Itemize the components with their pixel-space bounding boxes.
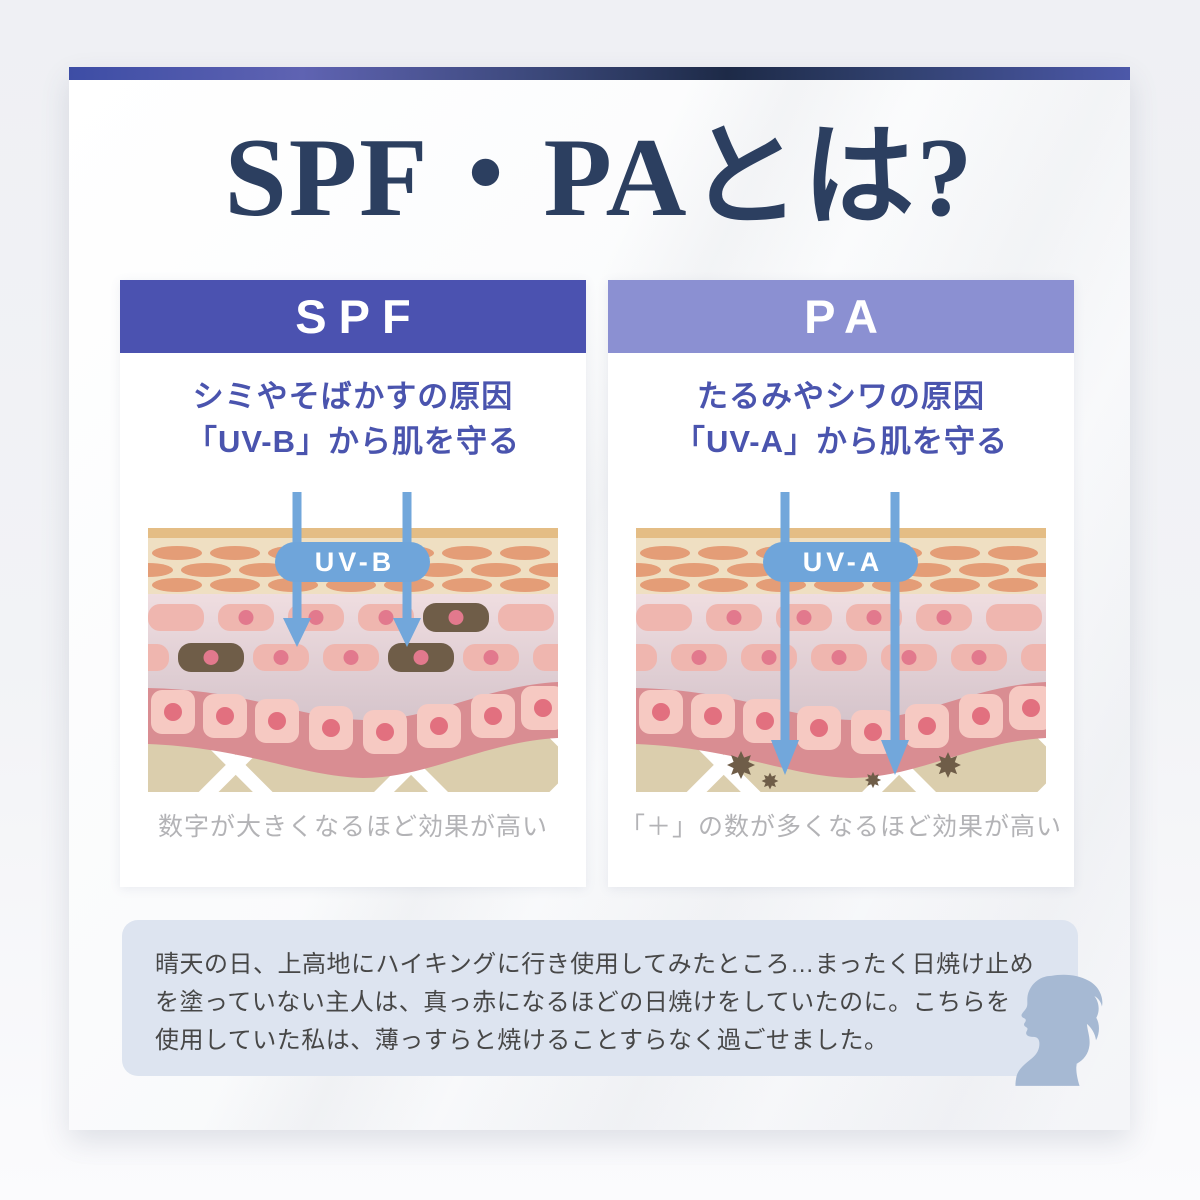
spf-description: シミやそばかすの原因「UV-B」から肌を守る [186,374,520,464]
testimonial-line: を塗っていない主人は、真っ赤になるほどの日焼けをしていたのに。こちらを [155,989,1011,1016]
skin-cells [148,603,558,672]
pa-caption: 「＋」の数が多くなるほど効果が高い [619,813,1062,841]
main-card: SPF・PAとは? SPF シミやそばかすの原因「UV-B」から肌を守る [69,67,1130,1130]
uv-label-pill: UV-B [275,542,430,582]
pa-description-line1: たるみやシワの原因 [696,379,985,414]
spf-panel: SPF シミやそばかすの原因「UV-B」から肌を守る [120,280,586,887]
testimonial-text: 晴天の日、上高地にハイキングに行き使用してみたところ…まったく日焼け止め を塗っ… [122,920,1078,1060]
uv-arrows-icon [771,492,909,775]
top-accent-bar [69,67,1130,80]
woman-silhouette-icon [1015,974,1103,1086]
panels-row: SPF シミやそばかすの原因「UV-B」から肌を守る [120,280,1074,887]
spf-description-line1: シミやそばかすの原因 [192,379,514,414]
pa-description: たるみやシワの原因「UV-A」から肌を守る [674,374,1008,464]
pa-description-line2: 「UV-A」から肌を守る [673,424,1009,459]
card-body: SPF・PAとは? SPF シミやそばかすの原因「UV-B」から肌を守る [69,80,1130,1130]
uv-b-label: UV-B [315,547,396,577]
pa-panel: PA たるみやシワの原因「UV-A」から肌を守る [608,280,1074,887]
testimonial-line: 晴天の日、上高地にハイキングに行き使用してみたところ…まったく日焼け止め [155,951,1035,978]
pa-skin-cross-section-diagram: UV-A [636,492,1046,792]
spf-panel-header: SPF [120,280,586,353]
uv-a-label: UV-A [803,547,884,577]
testimonial-line: 使用していた私は、薄っすらと焼けることすらなく過ごせました。 [155,1027,889,1054]
basal-cells [639,686,1046,754]
testimonial-box: 晴天の日、上高地にハイキングに行き使用してみたところ…まったく日焼け止め を塗っ… [122,920,1103,1086]
spf-skin-cross-section-diagram: UV-B [148,492,558,792]
page-title: SPF・PAとは? [224,116,975,240]
spf-caption: 数字が大きくなるほど効果が高い [157,813,548,841]
spf-description-line2: 「UV-B」から肌を守る [185,424,521,459]
basal-cells [151,686,558,754]
pa-panel-header: PA [608,280,1074,353]
uv-label-pill: UV-A [763,542,918,582]
